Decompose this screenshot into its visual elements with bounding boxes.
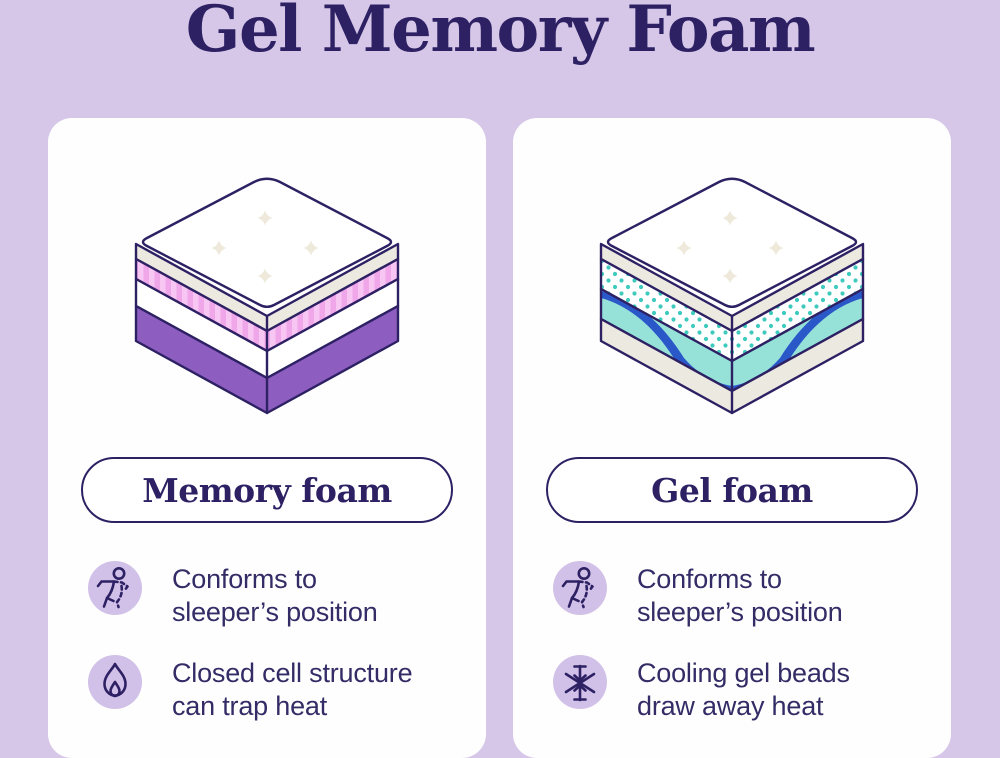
feature-line: Cooling gel beads [637,658,850,688]
feature-line: can trap heat [172,691,328,721]
gel-foam-mattress-illustration [599,177,865,415]
feature-row: Cooling gel beads draw away heat [553,655,951,723]
memory-foam-card: Memory foam Conforms to sleeper’s positi… [48,118,486,758]
feature-line: Conforms to [637,564,782,594]
feature-text: Closed cell structure can trap heat [172,655,413,723]
gel-foam-feature-list: Conforms to sleeper’s position Cooling g… [553,561,951,723]
infographic: { "page": { "title": "Gel Memory Foam" }… [48,0,951,758]
body-outline-icon [88,561,142,615]
feature-text: Cooling gel beads draw away heat [637,655,850,723]
memory-foam-feature-list: Conforms to sleeper’s position Closed ce… [88,561,486,723]
feature-text: Conforms to sleeper’s position [637,561,843,629]
feature-row: Closed cell structure can trap heat [88,655,486,723]
page-title: Gel Memory Foam [185,0,816,67]
flame-icon [88,655,142,709]
feature-line: sleeper’s position [172,597,378,627]
feature-row: Conforms to sleeper’s position [88,561,486,629]
feature-line: sleeper’s position [637,597,843,627]
tuft-marks [676,210,784,284]
feature-row: Conforms to sleeper’s position [553,561,951,629]
body-outline-icon [553,561,607,615]
gel-foam-card: Gel foam Conforms to sleeper’s position [513,118,951,758]
feature-line: Closed cell structure [172,658,413,688]
gel-foam-label-pill: Gel foam [546,457,918,523]
feature-text: Conforms to sleeper’s position [172,561,378,629]
feature-line: draw away heat [637,691,824,721]
tuft-marks [211,210,319,284]
memory-foam-label-pill: Memory foam [81,457,453,523]
feature-line: Conforms to [172,564,317,594]
snowflake-icon [553,655,607,709]
memory-foam-mattress-illustration [134,177,400,415]
